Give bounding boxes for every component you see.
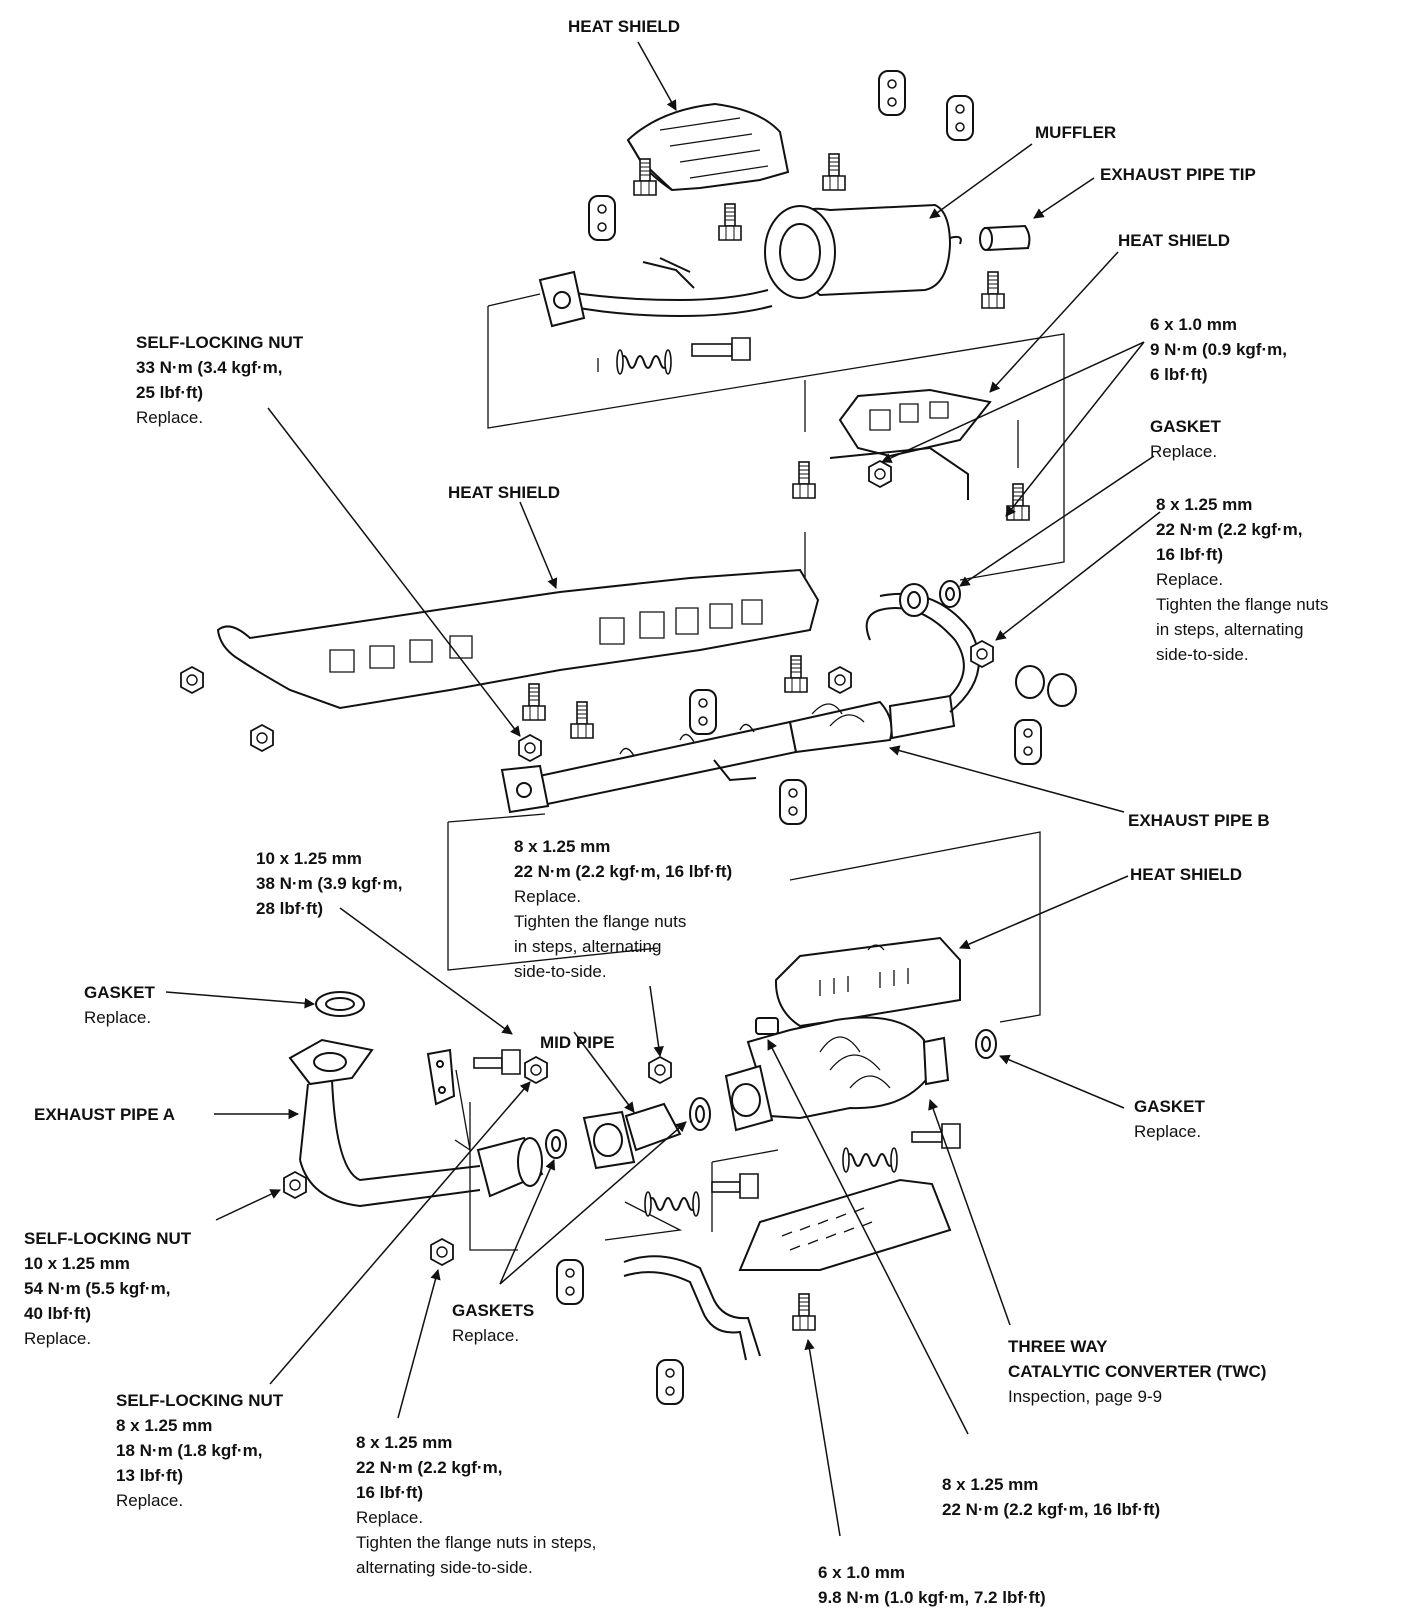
shield-bolt: [522, 683, 546, 721]
upper-heat-shield: [626, 102, 790, 192]
flange-bolt: [473, 1049, 521, 1075]
spring: [644, 1191, 700, 1217]
gaskets-mid: [545, 1097, 711, 1159]
spring-bolt: [711, 1173, 759, 1199]
heat-shield-bolt: [822, 153, 846, 191]
gasket-upper: [939, 580, 961, 608]
rubber-bushings: [1015, 665, 1077, 707]
shield-nut: [868, 460, 892, 488]
shield-bolt: [792, 1293, 816, 1331]
long-heat-shield: [216, 568, 820, 710]
self-locking-nut-left-label: SELF-LOCKING NUT 10 x 1.25 mm 54 N·m (5.…: [24, 1229, 192, 1348]
exhaust-pipe-tip-label: EXHAUST PIPE TIP: [1100, 165, 1256, 184]
self-locking-nut: [524, 1056, 548, 1084]
shield-bolt: [792, 461, 816, 499]
rubber-hanger: [946, 95, 974, 141]
twc-label: THREE WAY CATALYTIC CONVERTER (TWC) Insp…: [1008, 1337, 1267, 1406]
heat-shield-right-label: HEAT SHIELD: [1118, 231, 1231, 250]
small-heat-shield: [829, 388, 992, 500]
spring-bolt: [691, 337, 751, 361]
gasket-left: [315, 991, 365, 1017]
rubber-hanger: [689, 689, 717, 735]
gaskets-label: GASKETS Replace.: [452, 1301, 535, 1345]
rubber-hanger: [556, 1259, 584, 1305]
exhaust-pipe-b-label: EXHAUST PIPE B: [1128, 811, 1270, 830]
under-heat-shield: [738, 1178, 952, 1271]
flange-nut-center-label: 8 x 1.25 mm 22 N·m (2.2 kgf·m, 16 lbf·ft…: [514, 837, 733, 981]
heat-shield-top-label: HEAT SHIELD: [568, 17, 681, 36]
rubber-hanger: [878, 70, 906, 116]
self-locking-nut-bottom-label: SELF-LOCKING NUT 8 x 1.25 mm 18 N·m (1.8…: [116, 1391, 284, 1510]
exhaust-pipe-a: [288, 1038, 544, 1208]
lower-heat-shield: [774, 936, 961, 1028]
spring: [842, 1147, 898, 1173]
rubber-hanger: [656, 1359, 684, 1405]
muffler: [764, 203, 962, 299]
three-way-catalytic-converter: [724, 1016, 950, 1132]
self-locking-nut: [518, 734, 542, 762]
heat-shield-bolt: [718, 203, 742, 241]
muffler-label: MUFFLER: [1035, 123, 1117, 142]
spring-bolt: [911, 1123, 961, 1149]
shield-bolt: [570, 701, 594, 739]
rubber-hanger: [588, 195, 616, 241]
flange-nut: [970, 640, 994, 668]
bolt-twc-label: 8 x 1.25 mm 22 N·m (2.2 kgf·m, 16 lbf·ft…: [942, 1475, 1161, 1519]
mid-pipe: [582, 1102, 682, 1170]
exhaust-pipe-tip: [979, 224, 1031, 252]
leader-frame-lines: [447, 293, 1065, 1251]
heat-shield-mid-label: HEAT SHIELD: [448, 483, 561, 502]
shield-nut: [828, 666, 852, 694]
gasket-upper-label: GASKET Replace.: [1150, 417, 1221, 461]
shield-nut: [180, 666, 204, 694]
self-locking-nut-top-label: SELF-LOCKING NUT 33 N·m (3.4 kgf·m, 25 l…: [136, 333, 304, 427]
flange-nut: [648, 1056, 672, 1084]
flange-nut: [430, 1238, 454, 1266]
flange-nut-bottom-label: 8 x 1.25 mm 22 N·m (2.2 kgf·m, 16 lbf·ft…: [356, 1433, 597, 1577]
gasket-right: [975, 1029, 997, 1059]
pipe-hanger-bracket: [623, 1255, 761, 1361]
exhaust-pipe-b: [500, 592, 980, 814]
muffler-bolt: [981, 271, 1005, 309]
heat-shield-lower-label: HEAT SHIELD: [1130, 865, 1243, 884]
shield-nut: [250, 724, 274, 752]
mid-pipe-label: MID PIPE: [540, 1033, 615, 1052]
gasket-right-label: GASKET Replace.: [1134, 1097, 1205, 1141]
shield-bolt: [784, 655, 808, 693]
bolt-6x1-bottom-label: 6 x 1.0 mm 9.8 N·m (1.0 kgf·m, 7.2 lbf·f…: [818, 1563, 1046, 1607]
leader-arrows: [165, 41, 1161, 1537]
exhaust-pipe-a-label: EXHAUST PIPE A: [34, 1105, 176, 1124]
flange-nut-right-label: 8 x 1.25 mm 22 N·m (2.2 kgf·m, 16 lbf·ft…: [1156, 495, 1329, 664]
bolt-10x125-label: 10 x 1.25 mm 38 N·m (3.9 kgf·m, 28 lbf·f…: [256, 849, 403, 918]
rubber-hanger: [1014, 719, 1042, 765]
bolt-6x1-label: 6 x 1.0 mm 9 N·m (0.9 kgf·m, 6 lbf·ft): [1150, 315, 1287, 384]
pipe-b-front-flange: [899, 583, 929, 617]
rubber-hanger: [779, 779, 807, 825]
gasket-left-label: GASKET Replace.: [84, 983, 155, 1027]
muffler-inlet-pipe: [538, 257, 773, 328]
bracket: [426, 1048, 456, 1106]
spring: [616, 349, 672, 375]
self-locking-nut: [283, 1171, 307, 1199]
